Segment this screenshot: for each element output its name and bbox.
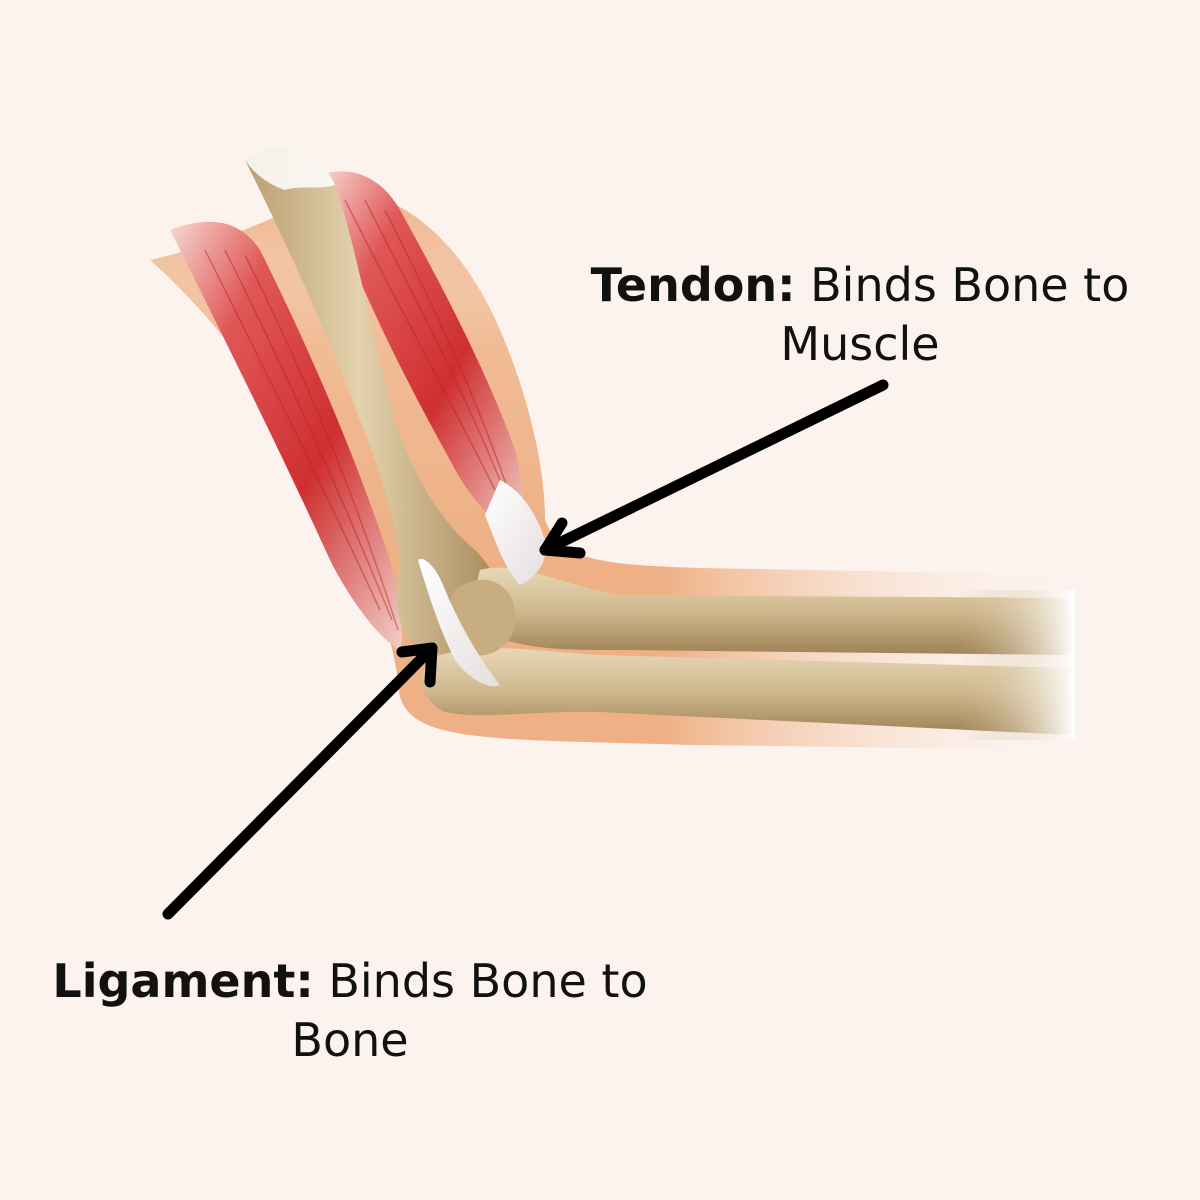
tendon-label-line1: Tendon: Binds Bone to [560,256,1160,315]
ligament-term: Ligament: [52,954,314,1008]
ligament-label: Ligament: Binds Bone to Bone [30,952,670,1070]
tendon-term: Tendon: [590,258,796,312]
ligament-label-line1: Ligament: Binds Bone to [30,952,670,1011]
forearm-bones [421,567,1075,740]
tendon-label: Tendon: Binds Bone to Muscle [560,256,1160,374]
ligament-arrow [162,642,438,920]
forearm-muscles [170,171,524,650]
tendon-description-line1: Binds Bone to [810,258,1130,312]
tendon-arrow [539,379,889,559]
tendon-description-line2: Muscle [780,316,940,371]
humerus-bone [245,149,499,654]
ligament-description-line1: Binds Bone to [328,954,648,1008]
connective-tissue [418,480,546,687]
ligament-description-line2: Bone [291,1012,409,1067]
